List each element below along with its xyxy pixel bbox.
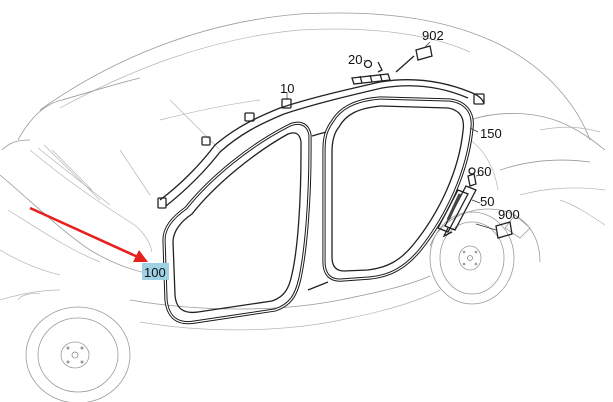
callout-20[interactable]: 20 bbox=[348, 52, 362, 67]
callout-100[interactable]: 100 bbox=[144, 265, 166, 280]
front-wheel bbox=[429, 211, 515, 305]
callout-900[interactable]: 900 bbox=[498, 207, 520, 222]
callout-150[interactable]: 150 bbox=[480, 126, 502, 141]
callout-50[interactable]: 50 bbox=[480, 194, 494, 209]
highlight-arrow bbox=[29, 206, 148, 262]
callout-10[interactable]: 10 bbox=[280, 81, 294, 96]
part-902-connector bbox=[395, 45, 433, 73]
roof-rail-trim bbox=[157, 59, 485, 209]
front-door-seal bbox=[307, 96, 474, 291]
a-pillar-trim bbox=[437, 167, 477, 238]
callout-60[interactable]: 60 bbox=[477, 164, 491, 179]
leader-lines bbox=[286, 41, 481, 204]
part-100-highlight-box bbox=[142, 263, 169, 280]
rear-wheel bbox=[17, 293, 131, 402]
part-900-clip bbox=[475, 221, 513, 239]
rear-door-seal bbox=[162, 121, 312, 325]
car-body-outline bbox=[0, 12, 606, 331]
callout-902[interactable]: 902 bbox=[422, 28, 444, 43]
